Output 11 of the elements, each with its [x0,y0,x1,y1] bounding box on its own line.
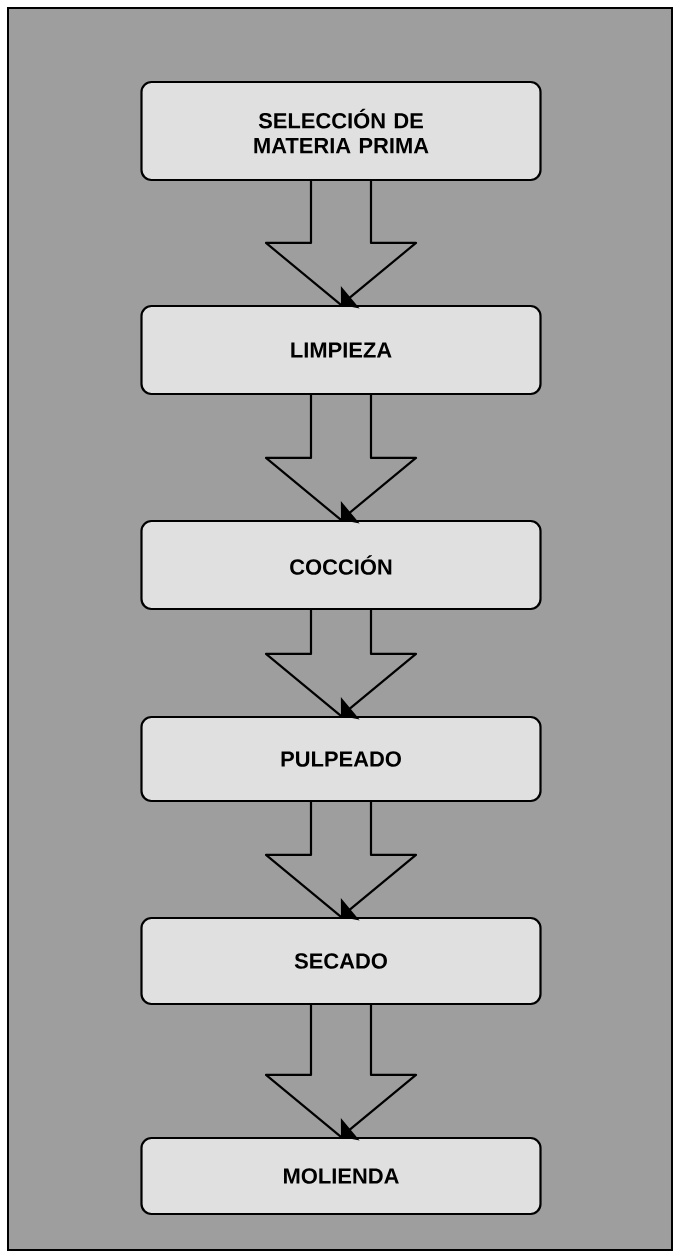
process-box: MOLIENDA [140,1136,542,1216]
process-box: LIMPIEZA [140,304,542,396]
block-arrow [264,801,418,921]
process-box: SELECCIÓN DE MATERIA PRIMA [140,80,542,182]
block-arrow [264,1004,418,1141]
process-box: SECADO [140,916,542,1006]
process-box: COCCIÓN [140,519,542,611]
process-box: PULPEADO [140,715,542,803]
block-arrow [264,180,418,309]
block-arrow [264,394,418,524]
block-arrow [264,609,418,720]
